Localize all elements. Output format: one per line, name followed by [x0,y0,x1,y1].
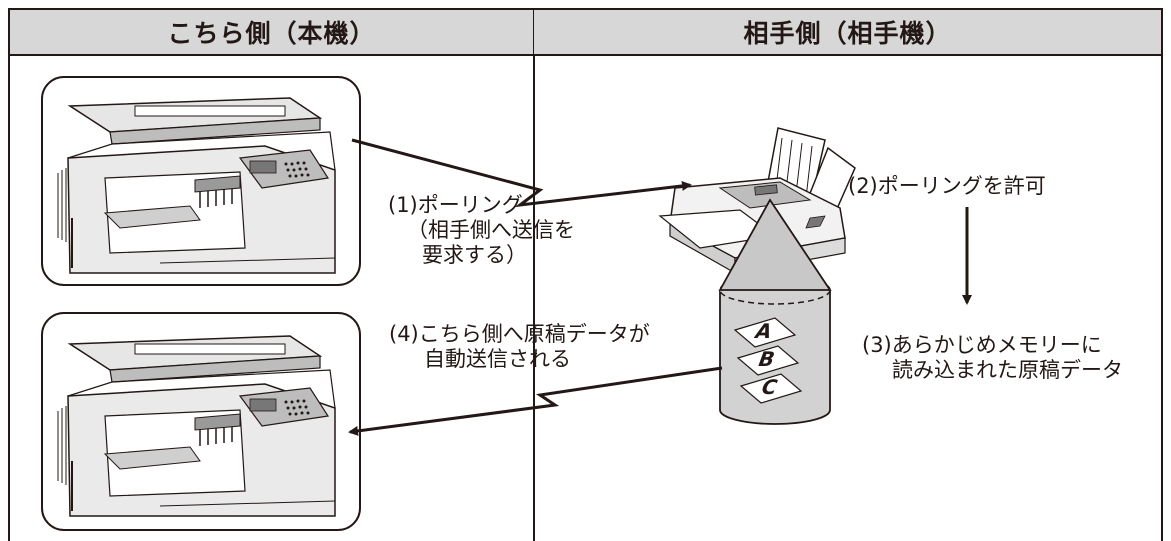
auto-send-arrow [348,366,723,436]
fax-machine [658,127,856,275]
step1-line1: (1)ポーリング [388,193,523,217]
header-local-label: こちら側（本機） [167,19,376,48]
step3-line2: 読み込まれた原稿データ [892,358,1123,382]
step4-line2: 自動送信される [424,347,571,371]
document-c [739,373,803,404]
stored-documents [733,317,803,404]
multifunction-printer-top [57,97,336,274]
header-local-side: こちら側（本機） [8,8,534,56]
header-remote-side: 相手側（相手機） [534,8,1163,56]
step3-line1: (3)あらかじめメモリーに [862,333,1102,357]
step2-label: (2)ポーリングを許可 [848,174,1046,198]
header-remote-label: 相手側（相手機） [743,19,952,48]
polling-request-arrow [351,138,692,208]
multifunction-printer-bottom [57,335,336,517]
step1-line3: 要求する） [422,243,527,267]
document-b [736,345,800,376]
step4-line1: (4)こちら側へ原稿データが [389,322,650,346]
document-a [733,317,797,348]
memory-storage [718,198,832,425]
step1-line2: （相手側へ送信を [407,218,575,242]
